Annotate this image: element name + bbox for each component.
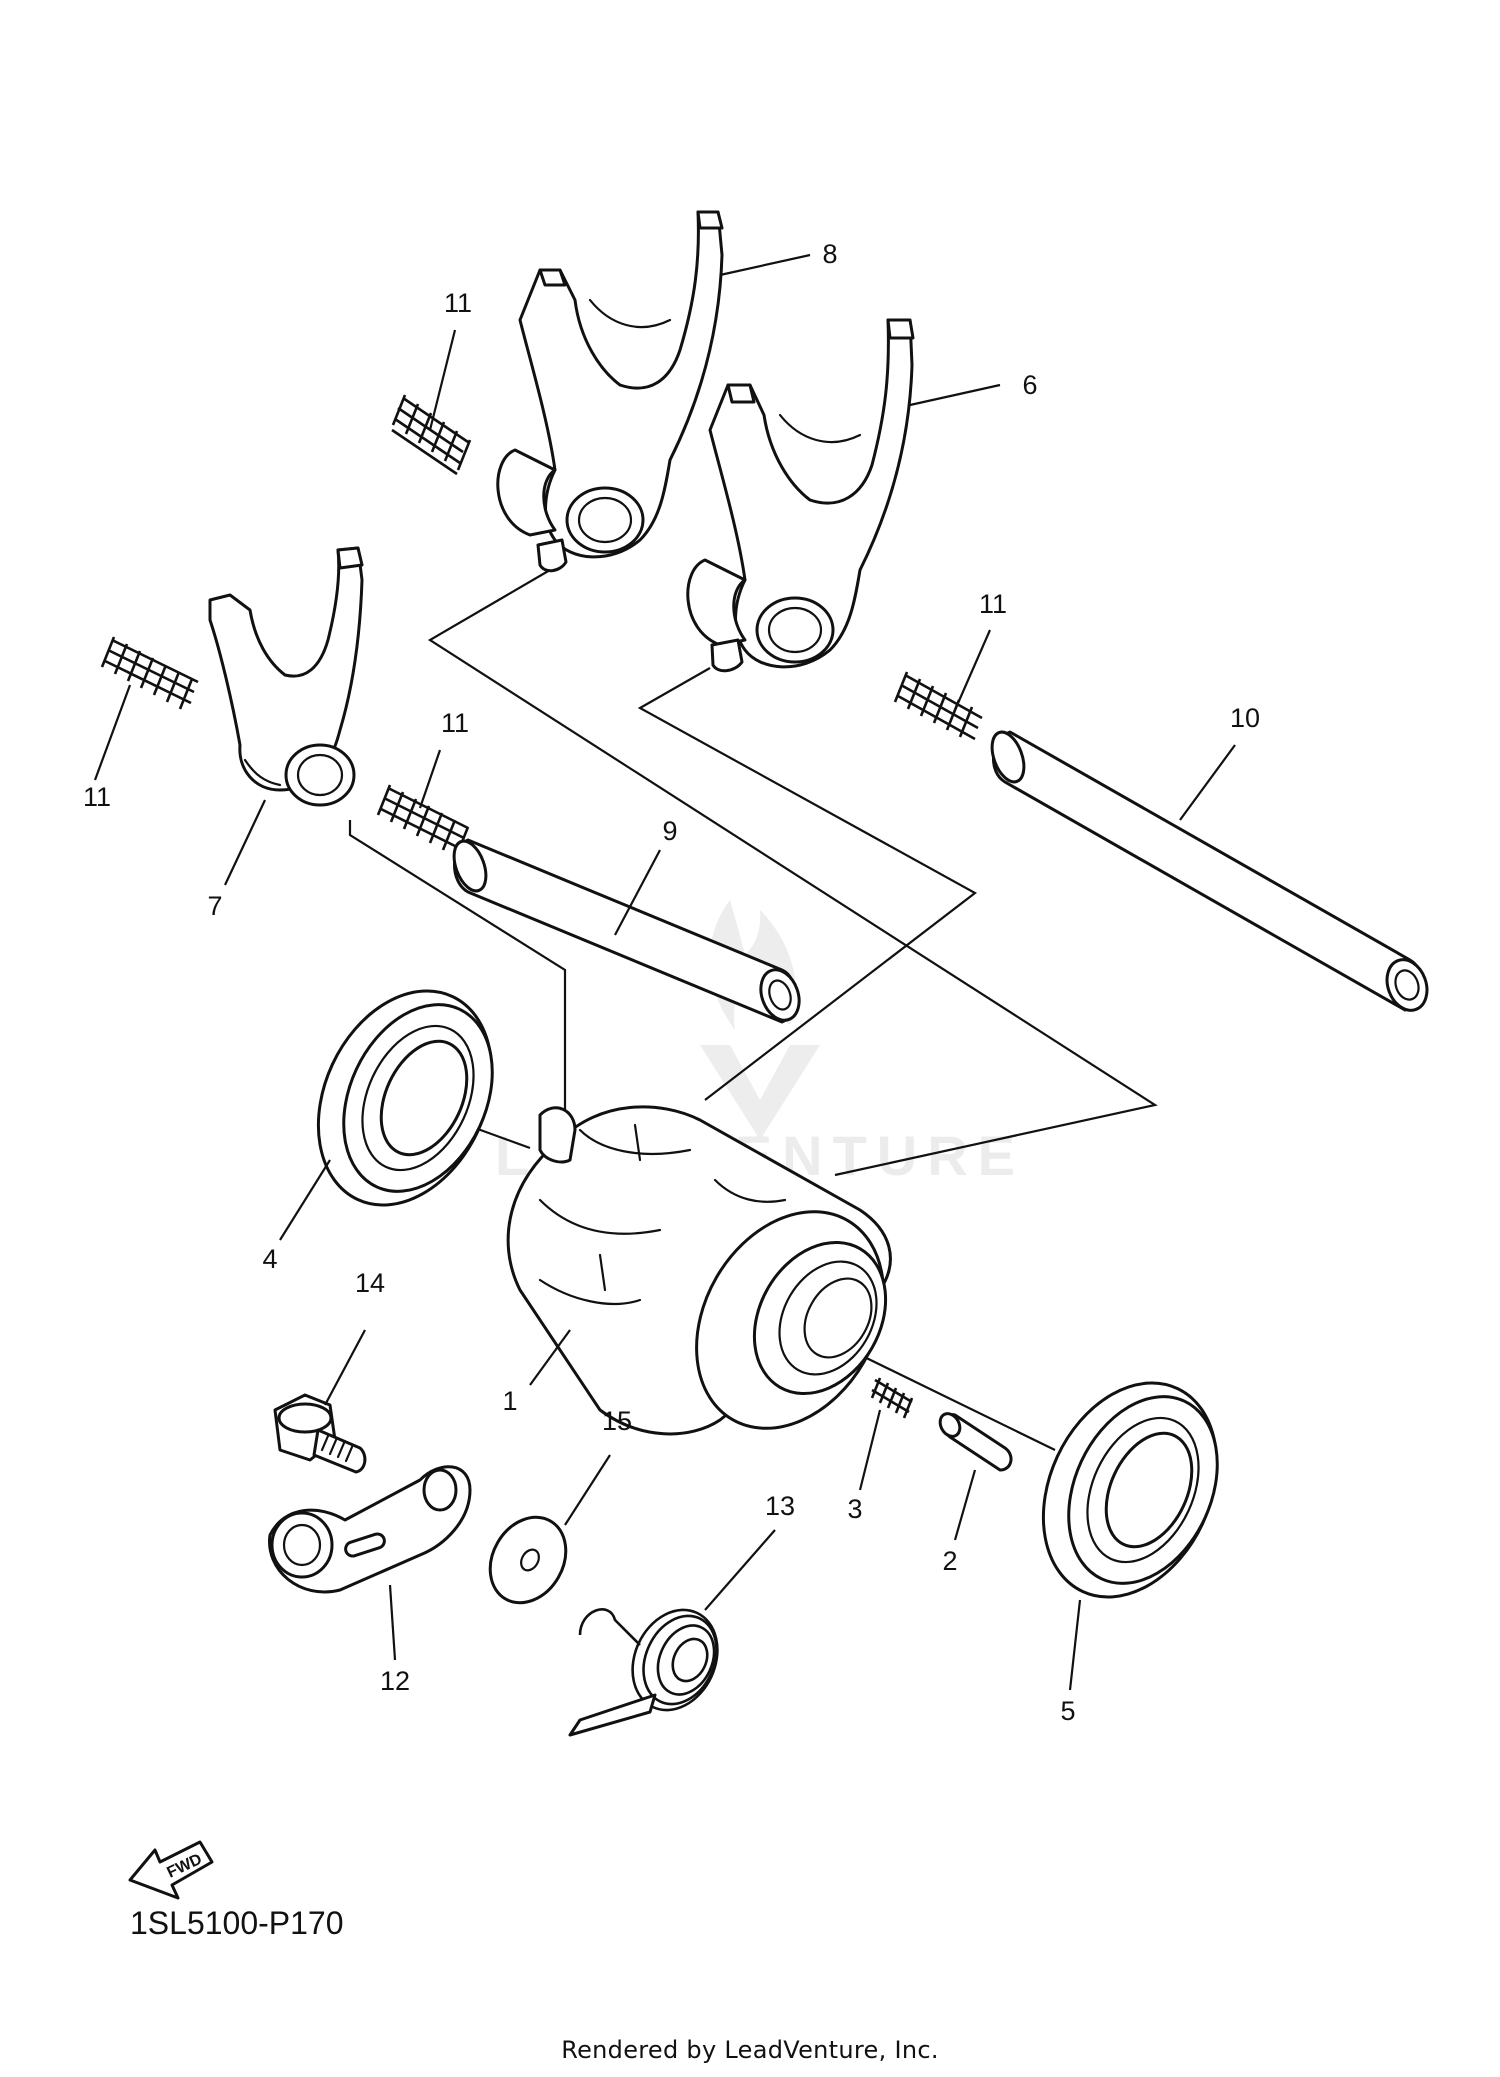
callout-15: 15 [602,1406,632,1436]
stopper-lever-12 [268,1465,472,1594]
shift-drum-1 [506,1105,892,1436]
shift-shaft-10 [990,730,1429,1012]
callout-13: 13 [765,1491,795,1521]
callout-1: 1 [502,1386,517,1416]
guide-line-fork-8 [427,569,1158,1177]
guide-line-bearing-5 [849,1349,1056,1451]
callout-11-middle: 11 [441,708,469,738]
callout-labels: 11 8 6 11 10 11 11 7 9 4 1 14 15 13 3 2 … [83,239,1260,1726]
shift-shaft-9 [452,838,801,1024]
spring-11-upper [391,394,472,476]
washer-15 [488,1515,568,1605]
pin-2 [938,1412,1013,1472]
callout-11-upper: 11 [444,288,472,318]
callout-10: 10 [1230,703,1260,733]
callout-8: 8 [822,239,837,269]
spring-3 [870,1377,914,1419]
diagram-code: 1SL5100-P170 [130,1905,344,1941]
callout-9: 9 [662,816,677,846]
callout-6: 6 [1022,370,1037,400]
spring-11-right [893,671,983,741]
forward-arrow-icon: FWD [128,1840,214,1900]
spring-11-left [100,636,199,710]
spring-11-middle [376,784,470,858]
callout-3: 3 [847,1494,862,1524]
bearing-5 [1041,1381,1219,1599]
guide-line-fork-6 [637,667,978,1101]
torsion-spring-13 [568,1608,719,1737]
callout-5: 5 [1060,1696,1075,1726]
callout-2: 2 [942,1546,957,1576]
bolt-14 [273,1393,367,1474]
callout-4: 4 [262,1244,277,1274]
shift-fork-8 [496,210,724,573]
callout-11-left: 11 [83,782,111,812]
shift-fork-7 [208,546,364,807]
leader-lines [93,253,1236,1691]
shift-fork-6 [686,318,915,673]
callout-12: 12 [380,1666,410,1696]
callout-11-right: 11 [979,589,1007,619]
callout-14: 14 [355,1268,385,1298]
bearing-4 [316,989,494,1207]
callout-7: 7 [207,891,222,921]
rendered-by-footer: Rendered by LeadVenture, Inc. [561,2036,939,2064]
